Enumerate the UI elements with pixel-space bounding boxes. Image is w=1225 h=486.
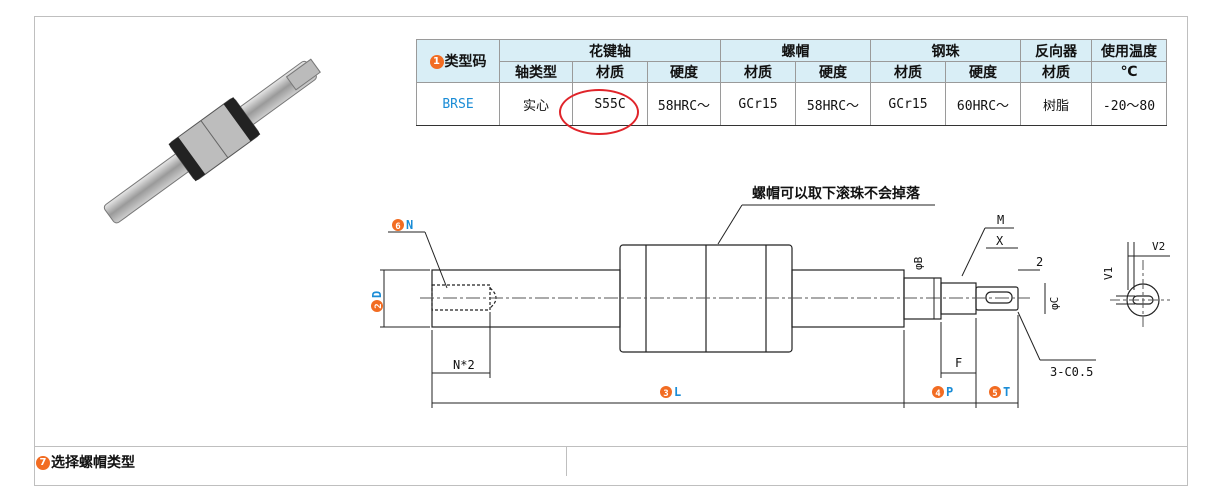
label-f: F: [955, 356, 962, 370]
highlight-circle: [559, 89, 639, 135]
note-nut-removable: 螺帽可以取下滚珠不会掉落: [752, 185, 921, 202]
sub-hardness: 硬度: [945, 61, 1021, 83]
callout-n: 6 N: [392, 218, 413, 232]
group-ball: 钢珠: [870, 39, 1021, 62]
label-x: X: [996, 234, 1004, 248]
cell-type-code: BRSE: [416, 82, 500, 126]
svg-text:4: 4: [935, 389, 941, 399]
label-chamfer: 3-C0.5: [1050, 365, 1093, 379]
bottom-title-text: 选择螺帽类型: [51, 455, 135, 471]
cell-ball-material: GCr15: [870, 82, 946, 126]
svg-text:2: 2: [374, 303, 384, 308]
callout-l: 3 L: [660, 385, 681, 399]
cell-temperature: -20～80: [1091, 82, 1167, 126]
svg-text:5: 5: [992, 389, 997, 399]
badge-1: 1: [429, 55, 444, 69]
label-n2: N*2: [453, 358, 475, 372]
group-reverser: 反向器: [1020, 39, 1092, 62]
svg-text:N: N: [406, 218, 413, 232]
group-temperature: 使用温度: [1091, 39, 1167, 62]
cell-shaft-hardness: 58HRC～: [647, 82, 721, 126]
label-v2: V2: [1152, 240, 1165, 253]
label-v1: V1: [1102, 267, 1115, 280]
callout-p: 4 P: [932, 385, 953, 399]
sub-material: 材质: [720, 61, 796, 83]
cell-nut-hardness: 58HRC～: [795, 82, 871, 126]
callout-t: 5 T: [989, 385, 1010, 399]
type-code-label: 类型码: [444, 54, 487, 70]
svg-text:T: T: [1003, 385, 1010, 399]
sub-material: 材质: [1020, 61, 1092, 83]
cell-nut-material: GCr15: [720, 82, 796, 126]
svg-text:D: D: [370, 291, 384, 298]
sub-hardness: 硬度: [647, 61, 721, 83]
group-nut: 螺帽: [720, 39, 871, 62]
bottom-section: [34, 446, 1188, 477]
label-m: M: [997, 213, 1004, 227]
sub-material: 材质: [870, 61, 946, 83]
sub-hardness: 硬度: [795, 61, 871, 83]
bottom-divider: [566, 446, 567, 476]
sub-temp-unit: ℃: [1091, 61, 1167, 83]
product-photo: [103, 58, 321, 224]
technical-drawing: 螺帽可以取下滚珠不会掉落 N*2 M X 2 F 3-C0.5 V2 φB φC…: [370, 185, 1170, 408]
badge-7: 7: [36, 456, 50, 470]
sub-shaft-type: 轴类型: [499, 61, 573, 83]
sub-material: 材质: [572, 61, 648, 83]
label-phi-b: φB: [912, 256, 925, 270]
callout-d: 2 D: [370, 291, 384, 312]
label-2: 2: [1036, 255, 1043, 269]
svg-text:P: P: [946, 385, 953, 399]
cell-reverser-material: 树脂: [1020, 82, 1092, 126]
svg-text:6: 6: [395, 222, 400, 232]
label-phi-c: φC: [1048, 297, 1061, 310]
svg-text:L: L: [674, 385, 681, 399]
svg-text:3: 3: [663, 389, 668, 399]
